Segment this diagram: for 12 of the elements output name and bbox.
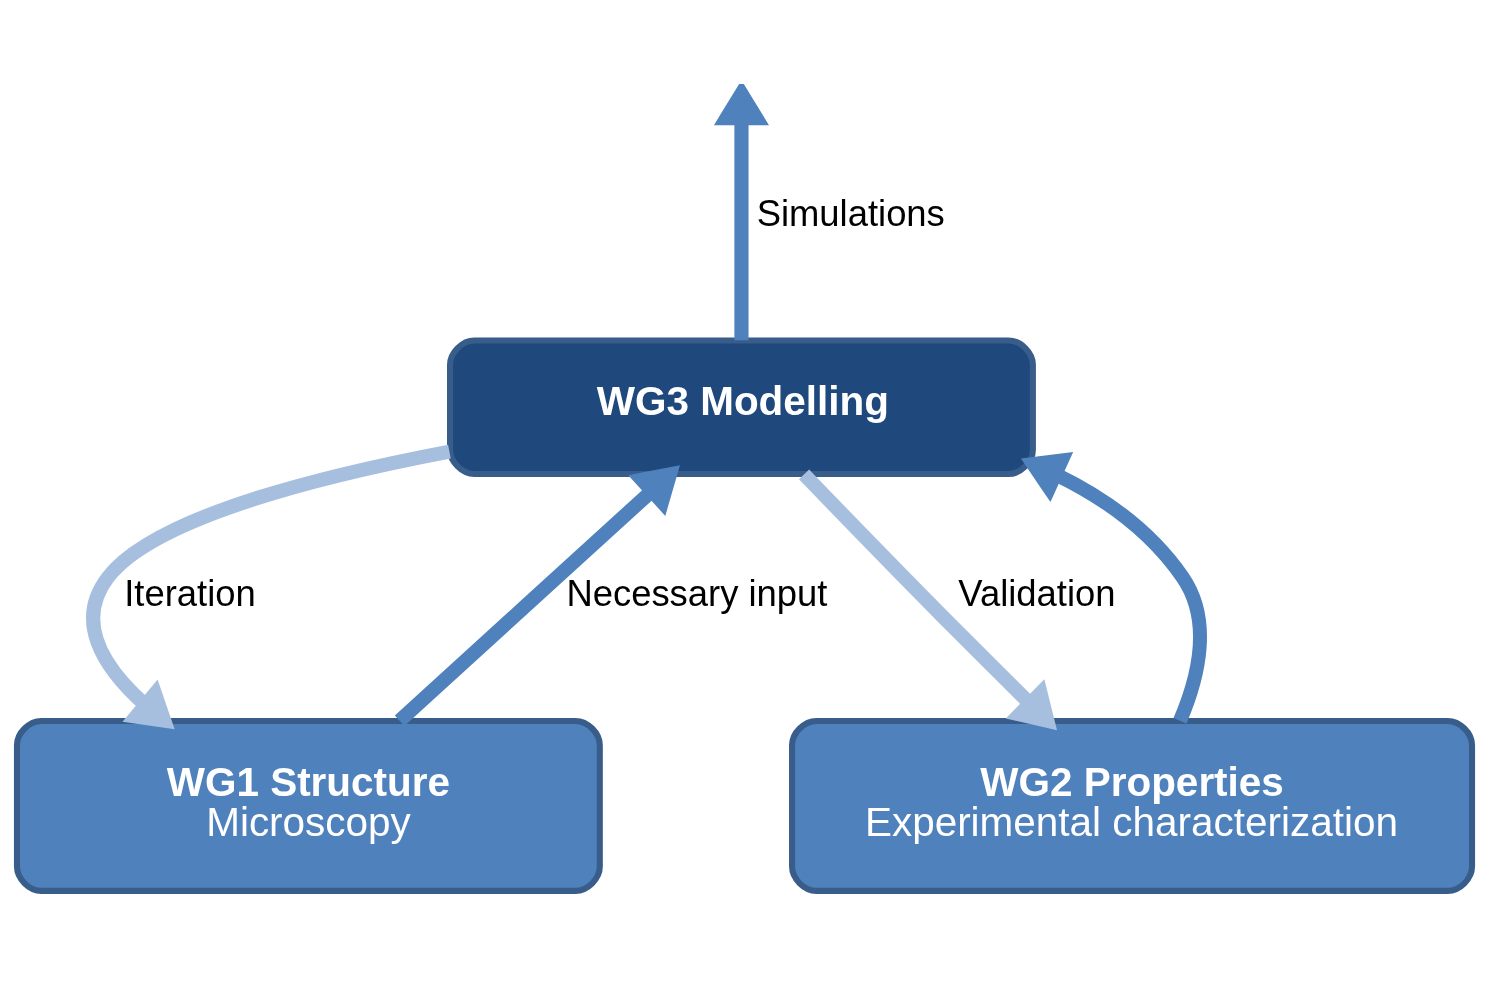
arrow <box>1020 451 1207 724</box>
edge-label: Necessary input <box>566 573 828 615</box>
node-box: WG3 Modelling <box>447 337 1036 478</box>
node-box: WG1 Structure Microscopy <box>13 717 603 894</box>
arrow <box>394 465 680 726</box>
edge-label: Validation <box>958 573 1116 615</box>
arrow <box>798 469 1058 731</box>
arrow <box>713 84 769 341</box>
edge-label: Iteration <box>124 573 256 615</box>
arrow <box>86 444 451 730</box>
edge-label: Simulations <box>756 192 945 234</box>
node-box: WG2 Properties Experimental characterization <box>789 717 1476 894</box>
